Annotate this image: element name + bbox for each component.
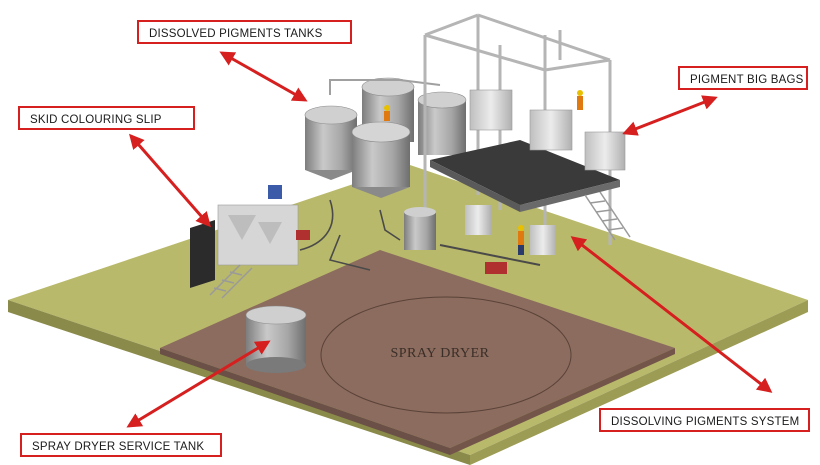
- service-tank: [245, 305, 307, 373]
- dissolving-pigments-system: [404, 205, 556, 274]
- callout-dissolved-pigments-tanks: DISSOLVED PIGMENTS TANKS: [137, 20, 352, 44]
- arrow-dissolved-pigments-tanks: [219, 51, 308, 102]
- stairs: [584, 191, 631, 241]
- arrow-dissolving-pigments-system: [570, 236, 773, 393]
- pigment-big-bags: [469, 89, 626, 171]
- arrow-pigment-big-bags: [622, 95, 718, 136]
- callout-spray-dryer-service-tank: SPRAY DRYER SERVICE TANK: [20, 433, 222, 457]
- platform-deck: [430, 140, 620, 212]
- callout-skid-colouring-slip: SKID COLOURING SLIP: [18, 106, 195, 130]
- piping: [299, 199, 401, 271]
- callout-dissolving-pigments-system: DISSOLVING PIGMENTS SYSTEM: [599, 408, 810, 432]
- arrow-skid-colouring-slip: [129, 133, 211, 228]
- workers: [384, 90, 583, 255]
- spray-dryer-floor-label: SPRAY DRYER: [390, 346, 490, 361]
- skid-colouring-slip: [190, 185, 310, 299]
- arrow-service-tank: [126, 340, 271, 428]
- callout-arrows: [126, 51, 773, 428]
- callout-pigment-big-bags: PIGMENT BIG BAGS: [678, 66, 808, 90]
